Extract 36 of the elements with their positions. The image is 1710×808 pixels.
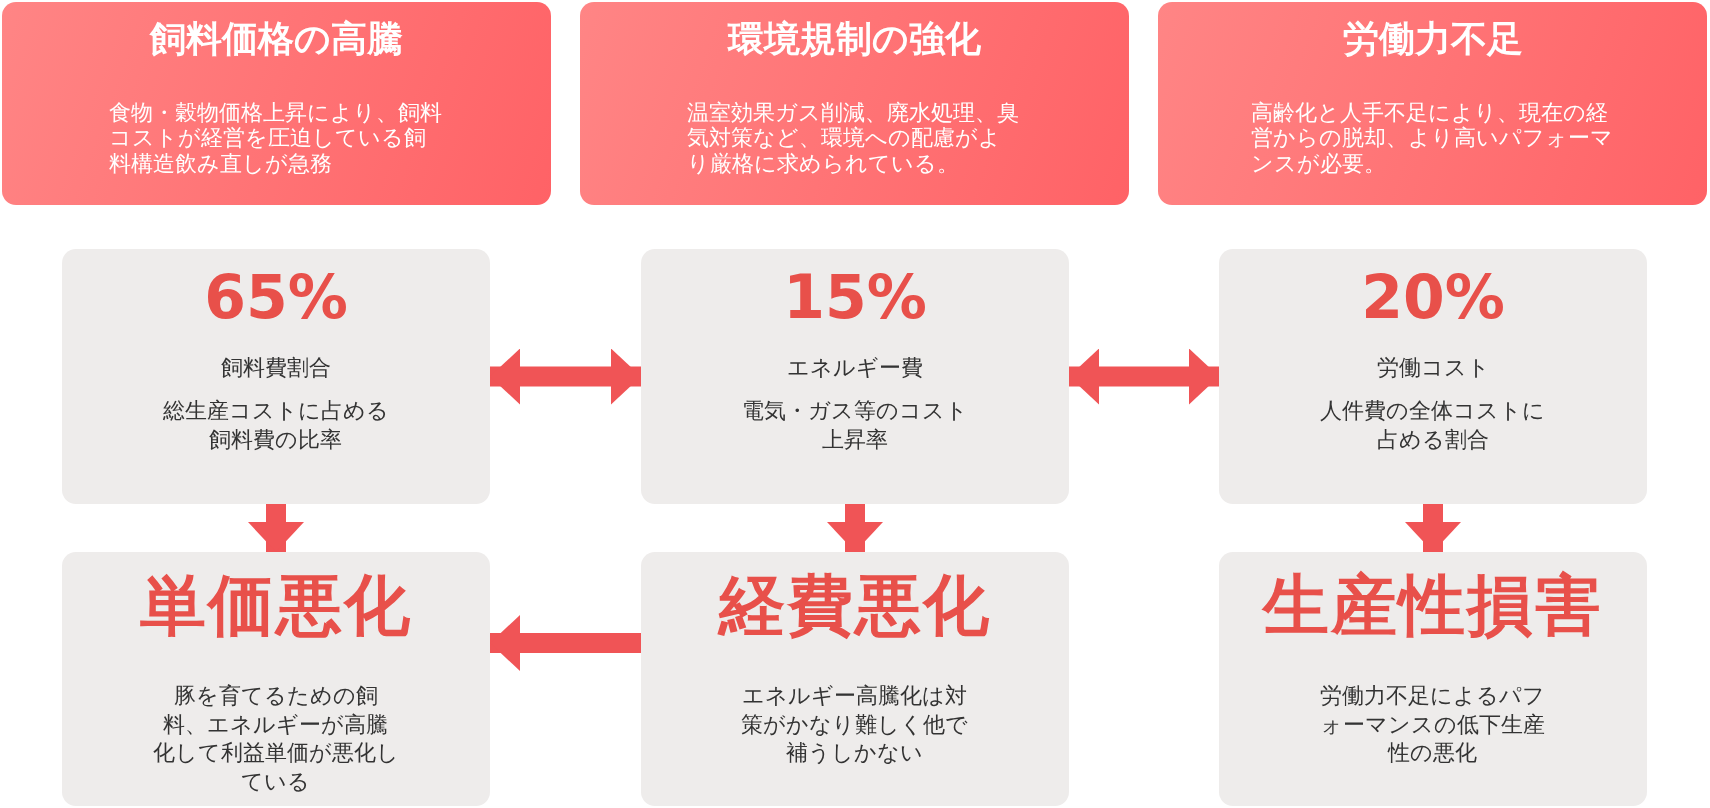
info-card <box>1219 249 1647 504</box>
info-card <box>641 552 1069 806</box>
metric-name: 飼料費割合 <box>220 355 332 382</box>
card-description: 食物・穀物価格上昇により、飼料コストが経営を圧迫している飼料構造飲み直しが急務 <box>109 100 444 176</box>
arrow <box>490 348 641 405</box>
arrow <box>1069 348 1219 405</box>
card-heading: 労働力不足 <box>1341 17 1524 61</box>
result-description: 労働力不足によるパフォーマンスの低下生産性の悪化 <box>1319 682 1547 768</box>
issue-card <box>580 2 1129 205</box>
arrow <box>248 504 304 552</box>
percentage-value: 15% <box>782 261 928 333</box>
percentage-value: 65% <box>203 261 349 333</box>
metric-description: 総生産コストに占める飼料費の比率 <box>162 397 390 454</box>
info-card <box>1219 552 1647 806</box>
arrow <box>827 504 883 552</box>
card-heading: 環境規制の強化 <box>726 17 982 61</box>
percentage-value: 20% <box>1360 261 1506 333</box>
issue-card <box>2 2 551 205</box>
issue-card <box>1158 2 1707 205</box>
metric-description: 電気・ガス等のコスト上昇率 <box>741 397 969 454</box>
info-card <box>62 552 490 806</box>
result-heading: 生産性損害 <box>1260 566 1604 646</box>
arrow <box>1405 504 1461 552</box>
result-description: 豚を育てるための飼料、エネルギーが高騰化して利益単価が悪化している <box>152 682 400 796</box>
card-heading: 飼料価格の高騰 <box>148 17 404 61</box>
card-description: 温室効果ガス削減、廃水処理、臭気対策など、環境への配慮がより厳格に求められている。 <box>687 100 1021 176</box>
arrow <box>490 615 641 671</box>
result-heading: 経費悪化 <box>716 566 992 646</box>
metric-description: 人件費の全体コストに占める割合 <box>1319 397 1547 454</box>
info-card <box>641 249 1069 504</box>
result-description: エネルギー高騰化は対策がかなり難しく他で補うしかない <box>740 682 970 768</box>
metric-name: 労働コスト <box>1375 355 1491 382</box>
metric-name: エネルギー費 <box>786 355 924 382</box>
card-description: 高齢化と人手不足により、現在の経営からの脱却、より高いパフォーマンスが必要。 <box>1251 100 1614 176</box>
result-heading: 単価悪化 <box>139 566 413 646</box>
info-card <box>62 249 490 504</box>
